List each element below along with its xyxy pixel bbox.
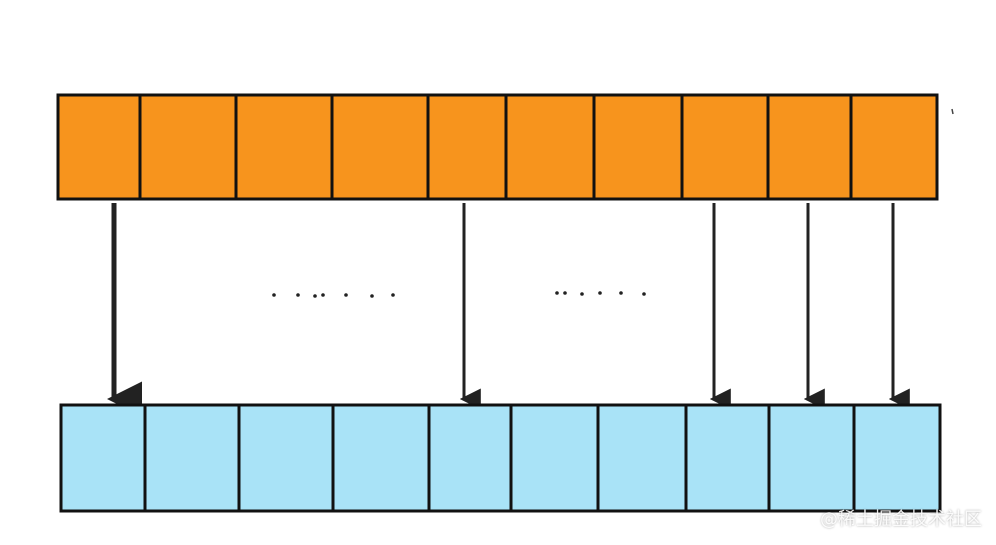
bottom-row-cell-8 — [684, 403, 771, 513]
bottom-row-cell-5 — [427, 403, 513, 513]
bottom-row-cell-6 — [509, 403, 600, 513]
top-row-cell-4 — [330, 93, 430, 201]
top-row-cell-7 — [592, 93, 684, 201]
top-row-cell-9 — [766, 93, 853, 201]
top-row-cell-10 — [849, 93, 939, 201]
bottom-row-cell-1 — [59, 403, 147, 513]
top-row-cell-6 — [504, 93, 596, 201]
ellipsis-dot-2-4 — [598, 291, 602, 295]
bottom-row-cell-2 — [143, 403, 241, 513]
ellipsis-dot-2-3 — [580, 292, 584, 296]
arrows — [107, 203, 910, 417]
ellipsis-dot-2-5 — [619, 291, 623, 295]
bottom-row-cell-7 — [596, 403, 688, 513]
bottom-row-cell-9 — [767, 403, 856, 513]
top-row-cell-8 — [680, 93, 770, 201]
top-row — [56, 93, 939, 201]
top-row-cell-3 — [234, 93, 334, 201]
ellipsis-dot-2-6 — [642, 292, 646, 296]
ellipsis-dot-1-5 — [344, 293, 348, 297]
ellipsis-dot-2-1 — [555, 291, 559, 295]
ellipsis-dot-1-6 — [370, 294, 374, 298]
ellipsis-dots — [272, 291, 646, 298]
ellipsis-dot-1-2 — [296, 293, 300, 297]
top-row-cell-5 — [426, 93, 508, 201]
bottom-row-cell-10 — [852, 403, 942, 513]
top-row-cell-2 — [138, 93, 238, 201]
ellipsis-dot-2-2 — [563, 291, 567, 295]
top-row-cell-1 — [56, 93, 142, 201]
watermark-text: @稀土掘金技术社区 — [820, 509, 982, 530]
stray-mark — [951, 108, 954, 115]
bottom-row — [59, 403, 942, 513]
bottom-row-cell-3 — [237, 403, 335, 513]
ellipsis-dot-1-1 — [272, 293, 276, 297]
ellipsis-dot-1-4 — [321, 293, 325, 297]
bottom-row-cell-4 — [331, 403, 431, 513]
ellipsis-dot-1-7 — [391, 293, 395, 297]
ellipsis-dot-1-3 — [313, 294, 317, 298]
